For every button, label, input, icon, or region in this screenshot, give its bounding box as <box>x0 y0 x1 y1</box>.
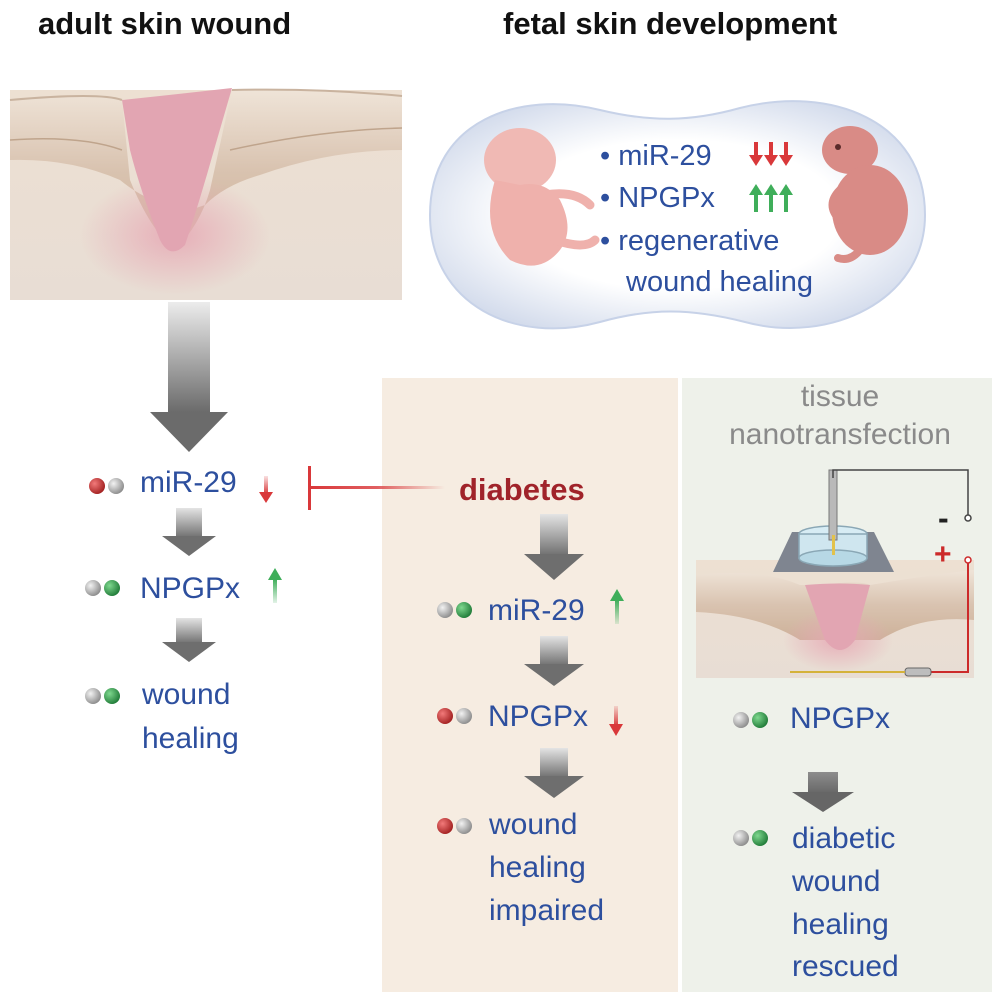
diabetes-label: diabetes <box>459 472 585 507</box>
tissue-nanotransfection-title: tissue nanotransfection <box>700 378 980 454</box>
adult-npgpx-dots <box>84 578 128 603</box>
adult-healing-dots <box>84 686 128 711</box>
adult-npgpx-up-arrow <box>268 568 282 603</box>
nano-rescued-label: rescued <box>792 950 899 983</box>
adult-flow-arrows <box>162 508 216 662</box>
tnt-title-line2: nanotransfection <box>729 418 951 451</box>
minus-sign: - <box>938 500 949 536</box>
diabetes-npgpx-down-arrow <box>609 706 623 736</box>
plus-sign: + <box>934 538 952 571</box>
fetal-item-regenerative: • regenerative <box>600 225 780 257</box>
adult-skin-wound-heading: adult skin wound <box>38 6 292 41</box>
diabetes-impaired-label: impaired <box>489 894 605 927</box>
nano-npgpx-label: NPGPx <box>790 702 891 735</box>
nano-rescued-dots <box>732 828 776 853</box>
fetal-skin-development-heading: fetal skin development <box>503 6 838 41</box>
adult-wound-label: wound <box>142 678 231 711</box>
diabetes-mir29-label: miR-29 <box>488 594 585 627</box>
fetal-regenerative-label: regenerative <box>618 225 780 257</box>
fetal-item-npgpx: • NPGPx <box>600 182 715 214</box>
adult-mir29-label: miR-29 <box>140 466 237 499</box>
fetal-mir29-label: miR-29 <box>618 140 712 172</box>
adult-healing-label: healing <box>142 722 239 755</box>
adult-npgpx-label: NPGPx <box>140 572 241 605</box>
diabetes-mir29-up-arrow <box>610 589 624 624</box>
inhibition-line <box>308 466 445 510</box>
diabetes-wound-label: wound <box>489 808 578 841</box>
nano-healing-label: healing <box>792 908 889 941</box>
mouse-pup-figure <box>822 126 908 263</box>
adult-mir29-down-arrow <box>259 476 273 503</box>
fetal-wound-healing-label: wound healing <box>626 266 814 298</box>
adult-big-arrow <box>150 302 228 452</box>
fetus-figure <box>484 128 600 266</box>
diabetes-npgpx-label: NPGPx <box>488 700 589 733</box>
diabetes-healing-dots <box>436 816 480 841</box>
tnt-title-line1: tissue <box>800 380 880 413</box>
fetal-bubble <box>428 100 927 330</box>
nanotransfection-arrow <box>792 772 854 812</box>
fetal-npgpx-label: NPGPx <box>618 182 715 214</box>
diabetes-flow-arrows <box>524 514 584 798</box>
diabetes-npgpx-dots <box>436 706 480 731</box>
diabetes-healing-label: healing <box>489 851 586 884</box>
adult-mir29-dots <box>88 476 132 501</box>
adult-skin-illustration <box>9 88 403 300</box>
nano-diabetic-label: diabetic <box>792 822 896 855</box>
fetal-mir29-down-arrows <box>749 142 793 166</box>
fetal-npgpx-up-arrows <box>749 184 793 212</box>
fetal-item-mir29: • miR-29 <box>600 140 712 172</box>
diabetes-mir29-dots <box>436 600 480 625</box>
nano-wound-label: wound <box>792 865 881 898</box>
nanotransfection-device <box>696 469 974 678</box>
diabetes-panel <box>382 378 678 992</box>
nano-npgpx-dots <box>732 710 776 735</box>
